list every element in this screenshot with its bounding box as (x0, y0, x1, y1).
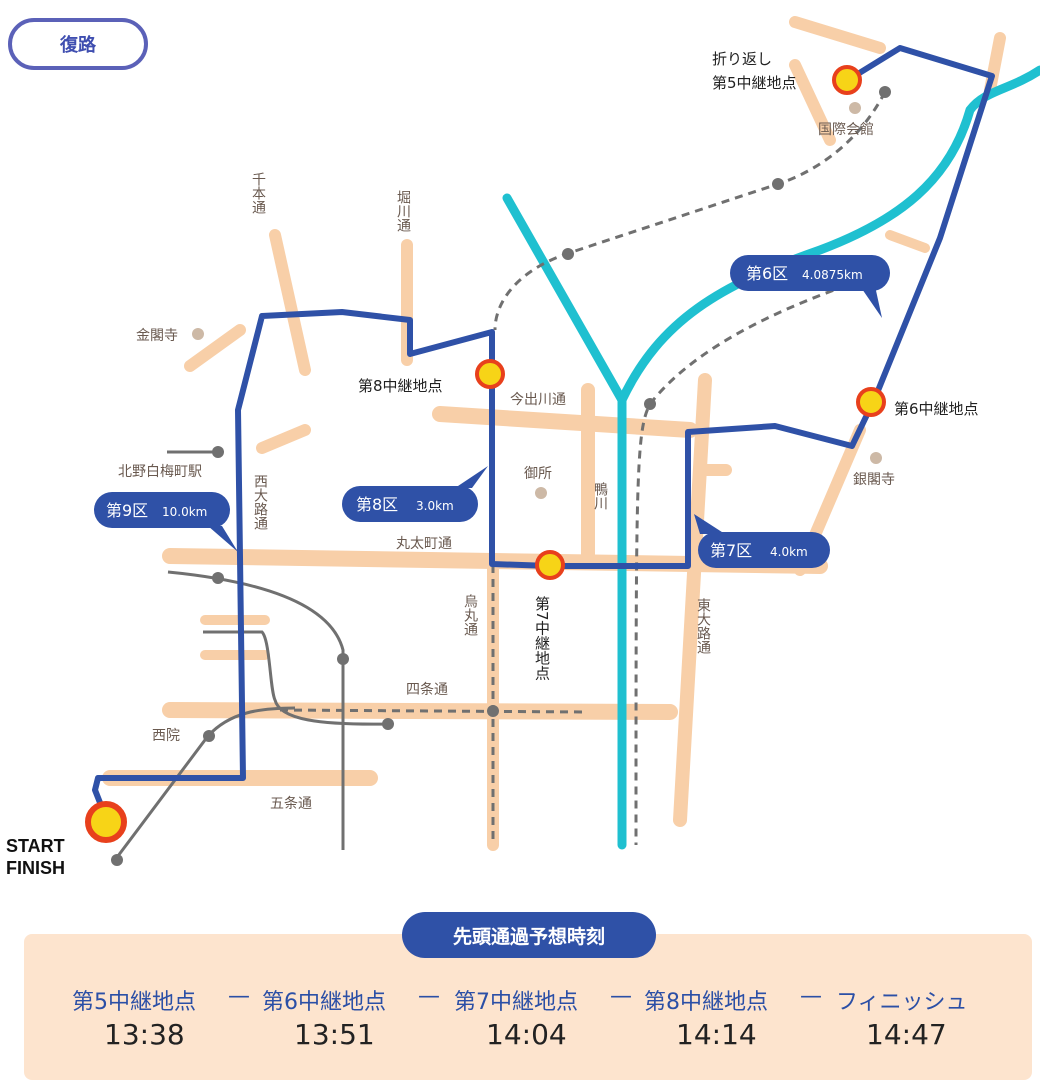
section-tag-7: 第7区 4.0km (694, 514, 830, 568)
landmark-ginkakuji: 銀閣寺 (853, 472, 895, 488)
stop-name-cp8: 第8中継地点 (644, 990, 768, 1015)
section-6-distance: 4.0875km (802, 268, 863, 282)
checkpoint-8-marker (475, 359, 505, 389)
stop-name-cp7: 第7中継地点 (454, 990, 578, 1015)
landmark-dot (849, 102, 861, 114)
landmark-dot (192, 328, 204, 340)
landmark-kamogawa: 鴨川 (592, 482, 608, 510)
landmark-dots (192, 102, 882, 499)
separator: — (800, 984, 822, 1009)
road-imadegawa (432, 406, 698, 438)
section-tag-8: 第8区 3.0km (342, 466, 488, 522)
street-marutamachi: 丸太町通 (396, 536, 452, 552)
station-dot (879, 86, 891, 98)
section-7-distance: 4.0km (770, 545, 808, 559)
landmark-saiin: 西院 (152, 728, 180, 744)
separator: — (228, 984, 250, 1009)
station-dot (644, 398, 656, 410)
street-gojo: 五条通 (270, 795, 312, 812)
section-tag-9: 第9区 10.0km (94, 492, 238, 552)
section-7-name: 第7区 (710, 541, 752, 560)
street-nishioji: 西大路通 (252, 474, 268, 531)
checkpoint-7-label: 第7中継地点 (533, 595, 551, 681)
street-senbon: 千本通 (250, 172, 266, 215)
road-top-2 (789, 59, 836, 146)
section-9-name: 第9区 (106, 501, 148, 520)
race-route (92, 45, 995, 825)
road-senbon (269, 229, 311, 376)
station-dot (203, 730, 215, 742)
rail-shijo (279, 708, 586, 714)
landmark-dot (535, 487, 547, 499)
checkpoint-6-label: 第6中継地点 (894, 400, 979, 418)
stop-time-finish: 14:47 (866, 1018, 947, 1051)
stop-time-cp7: 14:04 (486, 1018, 567, 1051)
section-8-distance: 3.0km (416, 499, 454, 513)
station-dot (382, 718, 394, 730)
station-dot (212, 446, 224, 458)
road-higashioji (673, 373, 712, 827)
rail-randen (167, 570, 345, 850)
rail-keihan (634, 270, 887, 846)
station-dot (212, 572, 224, 584)
street-horikawa: 堀川通 (395, 190, 411, 233)
station-dot (562, 248, 574, 260)
start-label: START (6, 836, 65, 856)
checkpoint-8-label: 第8中継地点 (358, 377, 443, 395)
station-dot (487, 705, 499, 717)
station-dot (772, 178, 784, 190)
river-kamo-west (502, 193, 627, 405)
landmark-kitano-station: 北野白梅町駅 (118, 464, 202, 480)
section-6-name: 第6区 (746, 264, 788, 283)
street-higashioji: 東大路通 (695, 598, 711, 655)
direction-label: 復路 (60, 35, 96, 56)
street-imadegawa: 今出川通 (510, 392, 566, 408)
landmark-gosho: 御所 (524, 466, 552, 482)
route-map: 第6区 4.0875km 第7区 4.0km 第8区 3.0km 第9区 10.… (6, 16, 1040, 878)
landmark-kokusai-kaikan: 国際会館 (818, 121, 874, 138)
checkpoint-5-marker (832, 65, 862, 95)
separator: — (610, 984, 632, 1009)
finish-label: FINISH (6, 858, 65, 878)
section-9-distance: 10.0km (162, 505, 207, 519)
checkpoint-markers (85, 65, 886, 843)
schedule-panel (24, 934, 1032, 1080)
station-dot (337, 653, 349, 665)
schedule-title: 先頭通過予想時刻 (402, 912, 656, 958)
road-nishioji-spur (256, 424, 311, 454)
separator: — (418, 984, 440, 1009)
stop-name-cp6: 第6中継地点 (262, 990, 386, 1015)
landmark-dot (870, 452, 882, 464)
rail-hankyu-branch (203, 630, 389, 726)
road-kinkaku (184, 324, 246, 372)
road-ne-spur (885, 230, 930, 253)
street-shijo: 四条通 (406, 681, 448, 698)
road-top-1 (789, 16, 886, 54)
stop-name-finish: フィニッシュ (836, 990, 968, 1015)
station-dots (111, 86, 891, 866)
street-karasuma: 烏丸通 (462, 593, 478, 637)
stop-time-cp6: 13:51 (294, 1018, 375, 1051)
stop-time-cp5: 13:38 (104, 1018, 185, 1051)
station-dot (111, 854, 123, 866)
section-8-name: 第8区 (356, 495, 398, 514)
start-finish-marker (85, 801, 127, 843)
stop-time-cp8: 14:14 (676, 1018, 757, 1051)
landmark-kinkakuji: 金閣寺 (136, 328, 178, 344)
stop-name-cp5: 第5中継地点 (72, 990, 196, 1015)
checkpoint-5-note: 折り返し (712, 50, 772, 68)
direction-badge: 復路 (8, 18, 148, 70)
checkpoint-5-label: 第5中継地点 (712, 74, 797, 92)
checkpoint-6-marker (856, 387, 886, 417)
section-tag-6: 第6区 4.0875km (730, 255, 890, 318)
checkpoint-7-marker (535, 550, 565, 580)
